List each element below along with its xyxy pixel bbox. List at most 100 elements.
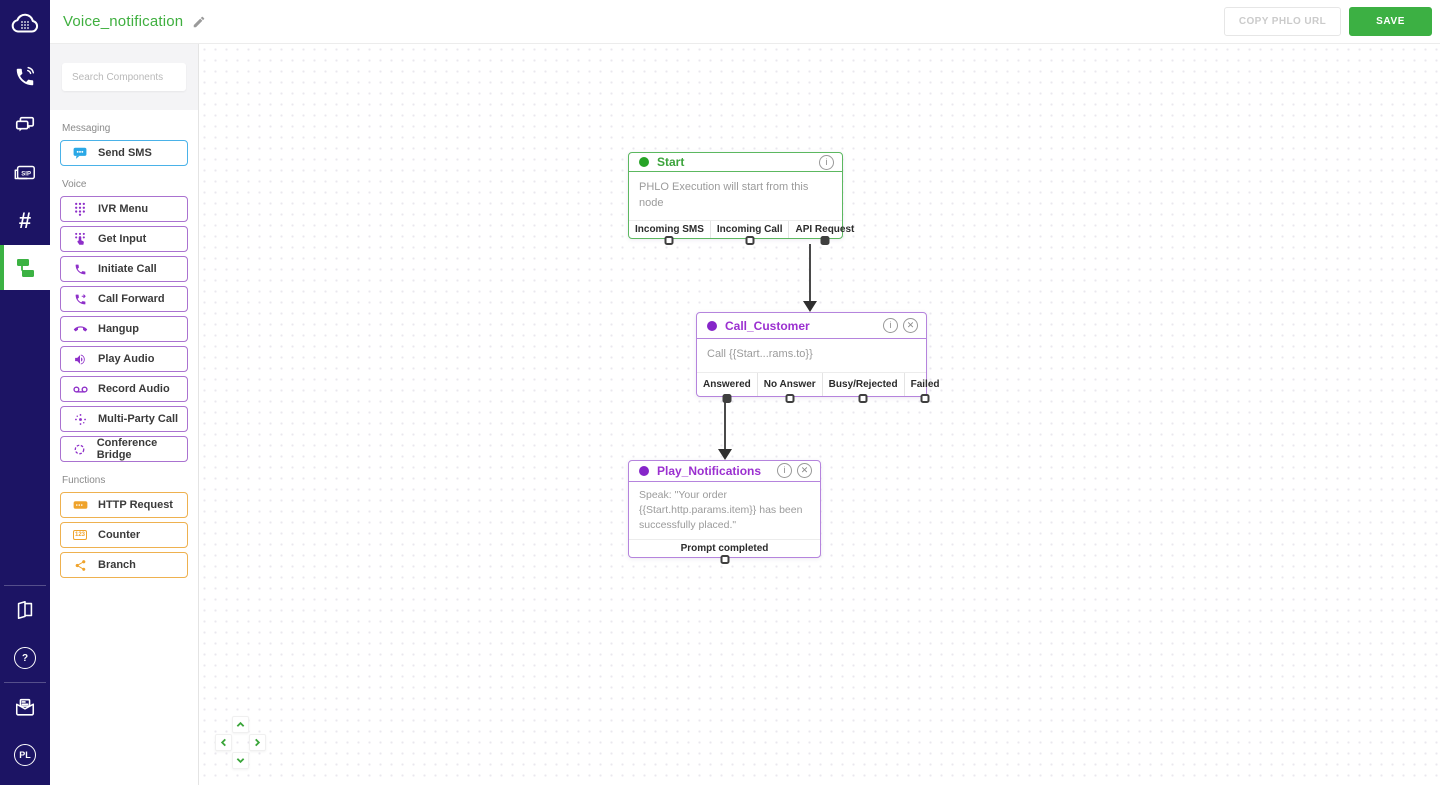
node-title: Call_Customer <box>725 318 810 333</box>
output-answered: Answered <box>697 373 757 403</box>
counter-icon: 123 <box>72 529 88 541</box>
component-send-sms[interactable]: Send SMS <box>60 140 188 166</box>
voicemail-icon <box>72 385 88 394</box>
output-incoming-call: Incoming Call <box>709 221 789 245</box>
phone-forward-icon <box>72 293 88 306</box>
pan-right-button[interactable] <box>249 734 266 751</box>
search-components-input[interactable] <box>62 63 186 91</box>
http-icon <box>72 500 88 510</box>
output-port[interactable] <box>745 236 755 245</box>
component-label: Hangup <box>98 323 139 335</box>
node-description: Speak: "Your order {{Start.http.params.i… <box>639 488 803 532</box>
section-label-functions: Functions <box>62 475 106 486</box>
component-label: Counter <box>98 529 141 541</box>
node-description: PHLO Execution will start from this node <box>639 181 809 210</box>
output-port[interactable] <box>664 236 674 245</box>
voice-nav-icon[interactable] <box>0 53 50 101</box>
pan-up-button[interactable] <box>232 716 249 733</box>
node-start[interactable]: Start i PHLO Execution will start from t… <box>628 152 854 245</box>
node-outputs: Incoming SMS Incoming Call API Request <box>629 220 854 245</box>
component-counter[interactable]: 123 Counter <box>60 522 188 548</box>
plivo-cloud-logo-icon[interactable] <box>0 0 50 46</box>
edge-call-to-play <box>724 401 726 450</box>
node-title: Start <box>657 155 685 170</box>
component-label: Call Forward <box>98 293 165 305</box>
section-label-messaging: Messaging <box>62 123 111 134</box>
phlo-nav-icon-active[interactable] <box>0 245 50 290</box>
component-label: Branch <box>98 559 136 571</box>
edge-arrowhead <box>718 449 732 460</box>
component-label: Play Audio <box>98 353 155 365</box>
output-port[interactable] <box>785 394 795 403</box>
component-branch[interactable]: Branch <box>60 552 188 578</box>
component-initiate-call[interactable]: Initiate Call <box>60 256 188 282</box>
output-port-connected[interactable] <box>820 236 830 245</box>
close-icon[interactable]: ✕ <box>903 318 918 333</box>
component-play-audio[interactable]: Play Audio <box>60 346 188 372</box>
copy-phlo-url-button[interactable]: COPY PHLO URL <box>1223 7 1342 36</box>
component-label: Conference Bridge <box>96 437 158 461</box>
component-label: IVR Menu <box>98 203 149 215</box>
phlo-canvas[interactable]: Start i PHLO Execution will start from t… <box>199 44 1440 785</box>
output-port[interactable] <box>920 394 930 403</box>
edge-start-to-call <box>809 244 811 302</box>
rail-divider <box>4 585 46 586</box>
save-button[interactable]: SAVE <box>1349 7 1432 36</box>
node-call-customer[interactable]: Call_Customer i ✕ Call {{Start...rams.to… <box>696 312 940 403</box>
output-failed: Failed <box>903 373 946 403</box>
info-icon[interactable]: i <box>777 463 792 479</box>
multi-party-icon <box>72 413 88 426</box>
component-conference-bridge[interactable]: Conference Bridge <box>60 436 188 462</box>
component-label: Record Audio <box>98 383 170 395</box>
edit-title-icon[interactable] <box>192 15 206 29</box>
speaker-icon <box>72 353 88 366</box>
pan-left-button[interactable] <box>215 734 232 751</box>
help-icon[interactable]: ? <box>0 634 50 682</box>
component-label: Multi-Party Call <box>98 413 179 425</box>
sms-icon <box>72 147 88 159</box>
output-port-connected[interactable] <box>722 394 732 403</box>
components-panel: Messaging Send SMS Voice IVR Menu <box>50 44 199 785</box>
component-record-audio[interactable]: Record Audio <box>60 376 188 402</box>
close-icon[interactable]: ✕ <box>797 463 812 479</box>
node-status-dot <box>639 465 649 476</box>
output-prompt-completed: Prompt completed <box>629 540 820 564</box>
node-outputs: Answered No Answer Busy/Rejected Failed <box>697 372 940 403</box>
component-http-request[interactable]: HTTP Request <box>60 492 188 518</box>
section-label-voice: Voice <box>62 179 87 190</box>
plivo-account-icon[interactable]: PL <box>0 731 50 779</box>
node-status-dot <box>707 320 717 331</box>
node-header[interactable]: Call_Customer i ✕ <box>697 313 926 339</box>
phone-numbers-nav-icon[interactable]: # <box>18 208 32 233</box>
node-header[interactable]: Play_Notifications i ✕ <box>629 461 820 482</box>
search-band <box>50 44 198 110</box>
topbar: Voice_notification COPY PHLO URL SAVE <box>50 0 1440 44</box>
info-icon[interactable]: i <box>819 154 834 170</box>
dialpad-icon <box>72 202 88 216</box>
feedback-icon[interactable] <box>0 683 50 731</box>
info-icon[interactable]: i <box>883 318 898 333</box>
component-call-forward[interactable]: Call Forward <box>60 286 188 312</box>
component-ivr-menu[interactable]: IVR Menu <box>60 196 188 222</box>
pan-down-button[interactable] <box>232 752 249 769</box>
page-title: Voice_notification <box>63 13 184 30</box>
docs-icon[interactable] <box>0 586 50 634</box>
output-port[interactable] <box>720 555 729 564</box>
canvas-pan-controls <box>215 716 266 769</box>
component-multi-party-call[interactable]: Multi-Party Call <box>60 406 188 432</box>
edge-arrowhead <box>803 301 817 312</box>
output-incoming-sms: Incoming SMS <box>629 221 710 245</box>
messaging-nav-icon[interactable] <box>0 101 50 149</box>
component-hangup[interactable]: Hangup <box>60 316 188 342</box>
component-label: Initiate Call <box>98 263 157 275</box>
node-header[interactable]: Start i <box>629 153 842 173</box>
node-play-notifications[interactable]: Play_Notifications i ✕ Speak: "Your orde… <box>628 460 821 564</box>
node-outputs: Prompt completed <box>629 539 820 564</box>
phone-icon <box>72 263 88 276</box>
sip-label: SIP <box>21 171 31 177</box>
node-status-dot <box>639 157 649 168</box>
output-port[interactable] <box>858 394 868 403</box>
sip-trunking-nav-icon[interactable]: SIP <box>0 149 50 197</box>
component-get-input[interactable]: Get Input <box>60 226 188 252</box>
conference-icon <box>72 443 87 456</box>
